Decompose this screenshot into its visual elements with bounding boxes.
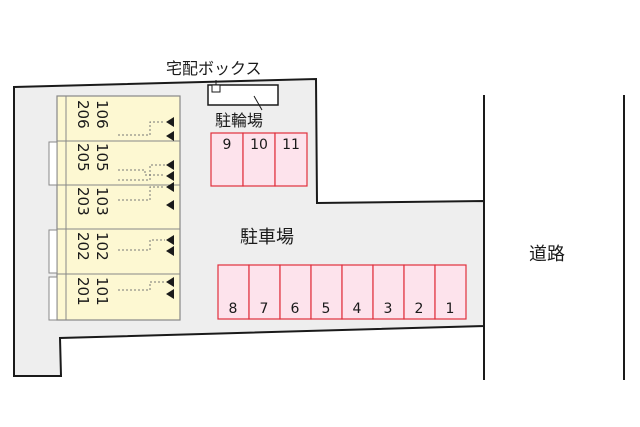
unit-202: 202 (74, 232, 92, 261)
unit-102: 102 (93, 232, 111, 261)
road-label: 道路 (529, 244, 565, 265)
bicycle-space-11 (274, 132, 308, 187)
parking-space-label: 4 (353, 301, 362, 317)
bicycle-space-9 (210, 132, 244, 187)
parking-lot-label: 駐車場 (240, 227, 294, 248)
parking-space-label: 3 (384, 301, 393, 317)
unit-labels: 106 206 105 205 103 203 102 202 101 201 (74, 100, 111, 306)
delivery-box-label: 宅配ボックス (166, 59, 262, 78)
parking-space-2 (403, 264, 436, 320)
delivery-box (207, 80, 279, 111)
unit-203: 203 (74, 187, 92, 216)
bicycle-spaces: 9 10 11 (210, 132, 308, 187)
parking-space-1 (434, 264, 467, 320)
unit-106: 106 (93, 100, 111, 129)
parking-space-label: 5 (322, 301, 331, 317)
parking-space-6 (279, 264, 312, 320)
bicycle-space-label: 9 (223, 137, 232, 153)
bicycle-space-label: 10 (250, 137, 268, 153)
unit-205: 205 (74, 143, 92, 172)
apartment-building (48, 95, 181, 321)
unit-101: 101 (93, 277, 111, 306)
unit-206: 206 (74, 100, 92, 129)
parking-space-label: 8 (229, 301, 238, 317)
parking-space-8 (217, 264, 250, 320)
bicycle-parking-label: 駐輪場 (215, 111, 263, 130)
parking-spaces: 8 7 6 5 4 3 2 1 (217, 264, 467, 320)
parking-space-label: 1 (446, 301, 455, 317)
parking-space-label: 2 (415, 301, 424, 317)
bicycle-space-10 (242, 132, 276, 187)
unit-103: 103 (93, 187, 111, 216)
parking-space-label: 7 (260, 301, 269, 317)
parking-space-5 (310, 264, 343, 320)
unit-105: 105 (93, 143, 111, 172)
parking-space-label: 6 (291, 301, 300, 317)
unit-201: 201 (74, 277, 92, 306)
bicycle-space-label: 11 (282, 137, 300, 153)
parking-space-7 (248, 264, 281, 320)
